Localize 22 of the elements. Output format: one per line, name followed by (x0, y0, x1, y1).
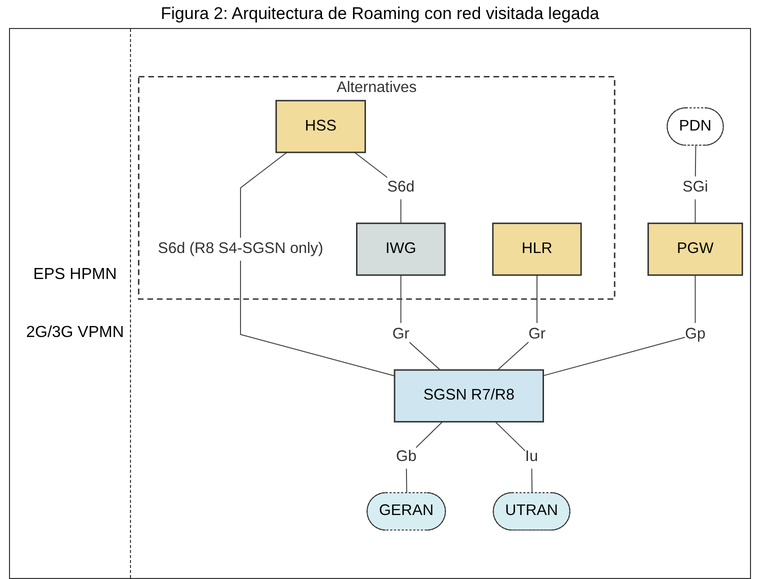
edge-label: Iu (525, 448, 538, 466)
edge-label: Gr (528, 326, 546, 342)
connector (400, 274, 441, 371)
node-box: IWG (356, 222, 446, 276)
network-label: 2G/3G VPMN (25, 324, 125, 342)
connector (494, 421, 533, 494)
edge-label: Gr (392, 326, 410, 342)
connector (406, 421, 443, 494)
node-box: SGSN R7/R8 (394, 369, 544, 423)
node-box: HLR (492, 222, 582, 276)
network-label: EPS HPMN (32, 266, 118, 284)
edge-label: Gb (396, 448, 416, 466)
edge-label: S6d (R8 S4-SGSN only) (158, 240, 324, 257)
connector (542, 274, 696, 376)
edge-label: Gp (685, 326, 706, 342)
edge-label: S6d (387, 179, 414, 196)
edge-label: SGi (682, 179, 708, 196)
figure-title: Figura 2: Arquitectura de Roaming con red visitada legada (160, 4, 600, 24)
node-box: HSS (275, 100, 366, 154)
node-box: PGW (647, 222, 744, 276)
connector (497, 274, 538, 371)
connector (240, 152, 396, 376)
